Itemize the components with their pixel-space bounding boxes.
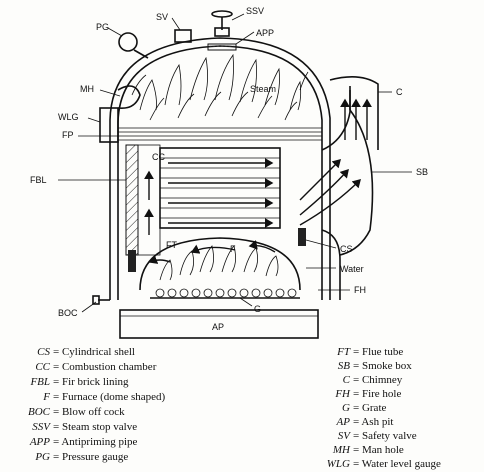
grate [150,288,300,299]
blow-off-cock [92,295,110,305]
legend-abbr: AP [336,416,351,428]
label-ap: AP [212,322,224,332]
chimney [329,76,379,150]
legend-text: = Grate [353,402,386,414]
legend-text: = Combustion chamber [53,361,157,373]
label-fp: FP [62,130,74,140]
left-water-pocket [128,250,136,272]
legend-abbr: C [343,374,351,386]
legend-text: = Cylindrical shell [53,346,135,358]
right-water-pocket [298,228,306,246]
legend-text: = Chimney [353,374,403,386]
label-g: G [254,304,261,314]
legend-abbr: APP [29,436,50,448]
legend-abbr: WLG [327,458,350,470]
man-hole [117,85,141,110]
furnace [139,237,301,291]
legend-abbr: FH [334,388,351,400]
legend-abbr: CS [37,346,50,358]
fire-brick-lining [125,144,139,256]
label-c: C [396,87,403,97]
cylindrical-shell [109,37,331,300]
legend-text: = Safety valve [353,430,417,442]
legend-abbr: SSV [32,421,51,433]
legend-text: = Steam stop valve [53,421,137,433]
legend-text: = Water level gauge [353,458,441,470]
legend-text: = Antipriming pipe [53,436,138,448]
label-ft: FT [166,240,177,250]
legend-text: = Fir brick lining [53,376,129,388]
legend-abbr: SV [338,430,352,442]
leader-lines [58,13,412,313]
label-fbl: FBL [30,175,47,185]
legend-text: = Fire hole [353,388,401,400]
legend-text: = Man hole [353,444,404,456]
legend-abbr: CC [35,361,50,373]
legend-abbr: G [342,402,350,414]
legend-abbr: FBL [29,376,50,388]
legend-abbr: SB [338,360,351,372]
legend-text: = Furnace (dome shaped) [53,391,166,403]
legend-text: = Flue tube [353,346,403,358]
ash-pit [119,309,319,339]
steam-texture [131,53,309,121]
label-pg: PG [96,22,109,32]
legend-text: = Smoke box [353,360,412,372]
water-level-gauge [99,107,119,143]
water-lines [118,127,322,141]
legend-abbr: BOC [28,406,51,418]
steam-stop-valve [211,10,233,37]
label-boc: BOC [58,308,78,318]
label-sb: SB [416,167,428,177]
label-water: Water [340,264,364,274]
label-cc: CC [152,152,165,162]
label-sv: SV [156,12,168,22]
label-steam: Steam [250,84,276,94]
legend-abbr: PG [34,451,50,463]
legend-abbr: MH [332,444,351,456]
flue-tubes [159,147,281,229]
label-app: APP [256,28,274,38]
smoke-box [299,90,374,300]
safety-valve [174,29,192,43]
pressure-gauge [118,32,149,59]
legend-text: = Ash pit [353,416,393,428]
legend-text: = Pressure gauge [53,451,128,463]
antipriming-pipe [207,43,237,51]
legend-text: = Blow off cock [53,406,125,418]
label-wlg: WLG [58,112,79,122]
label-cs: CS [340,244,353,254]
legend-abbr: FT [336,346,351,358]
label-f: F [230,244,236,254]
label-ssv: SSV [246,6,264,16]
label-fh: FH [354,285,366,295]
legend-abbr: F [42,391,50,403]
label-mh: MH [80,84,94,94]
